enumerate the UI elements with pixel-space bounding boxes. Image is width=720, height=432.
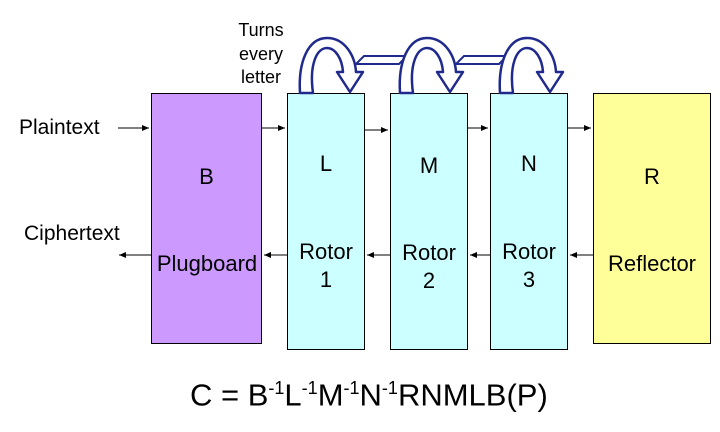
rotor-2-letter: M — [419, 153, 439, 178]
formula-sup-4: -1 — [381, 378, 398, 398]
turns-note-line1: Turns — [238, 20, 284, 40]
rotation-arrow-rotor1 — [298, 36, 365, 95]
formula-part-4: N — [359, 377, 382, 413]
formula-sup-2: -1 — [301, 378, 318, 398]
reflector-box — [593, 93, 711, 344]
rotation-arrow-rotor2 — [398, 36, 465, 95]
turns-note-line3: letter — [240, 67, 282, 87]
plugboard-box — [151, 93, 262, 344]
encryption-formula: C = B-1L-1M-1N-1RNMLB(P) — [190, 368, 548, 415]
rotor-3-box — [490, 93, 568, 350]
formula-suffix: RNMLB(P) — [397, 377, 548, 413]
rotor-2-box — [390, 93, 468, 350]
formula-sup-3: -1 — [343, 378, 360, 398]
reflector-label: Reflector — [607, 251, 697, 276]
rotor-3-label-line2: 3 — [522, 267, 536, 292]
rotor-2-label-line2: 2 — [422, 268, 436, 293]
rotor-link-2-3 — [453, 55, 510, 65]
ciphertext-label: Ciphertext — [24, 222, 120, 245]
formula-part-2: L — [284, 377, 302, 413]
rotor-link-1-2 — [353, 55, 410, 65]
plugboard-label: Plugboard — [156, 251, 258, 276]
turns-note-line2: every — [238, 44, 283, 64]
rotor-3-letter: N — [521, 151, 537, 176]
formula-prefix: C = B — [190, 377, 269, 413]
rotor-1-box — [287, 93, 365, 350]
formula-sup-1: -1 — [268, 378, 285, 398]
plugboard-letter: B — [199, 164, 214, 189]
rotor-1-letter: L — [319, 151, 333, 176]
rotor-3-label-line1: Rotor — [502, 239, 556, 264]
rotor-1-label-line1: Rotor — [299, 239, 353, 264]
plaintext-label: Plaintext — [19, 116, 100, 139]
rotor-2-label-line1: Rotor — [402, 240, 456, 265]
formula-part-3: M — [317, 377, 344, 413]
rotor-1-label-line2: 1 — [319, 267, 333, 292]
reflector-letter: R — [644, 164, 660, 189]
rotation-arrow-rotor3 — [498, 36, 565, 95]
